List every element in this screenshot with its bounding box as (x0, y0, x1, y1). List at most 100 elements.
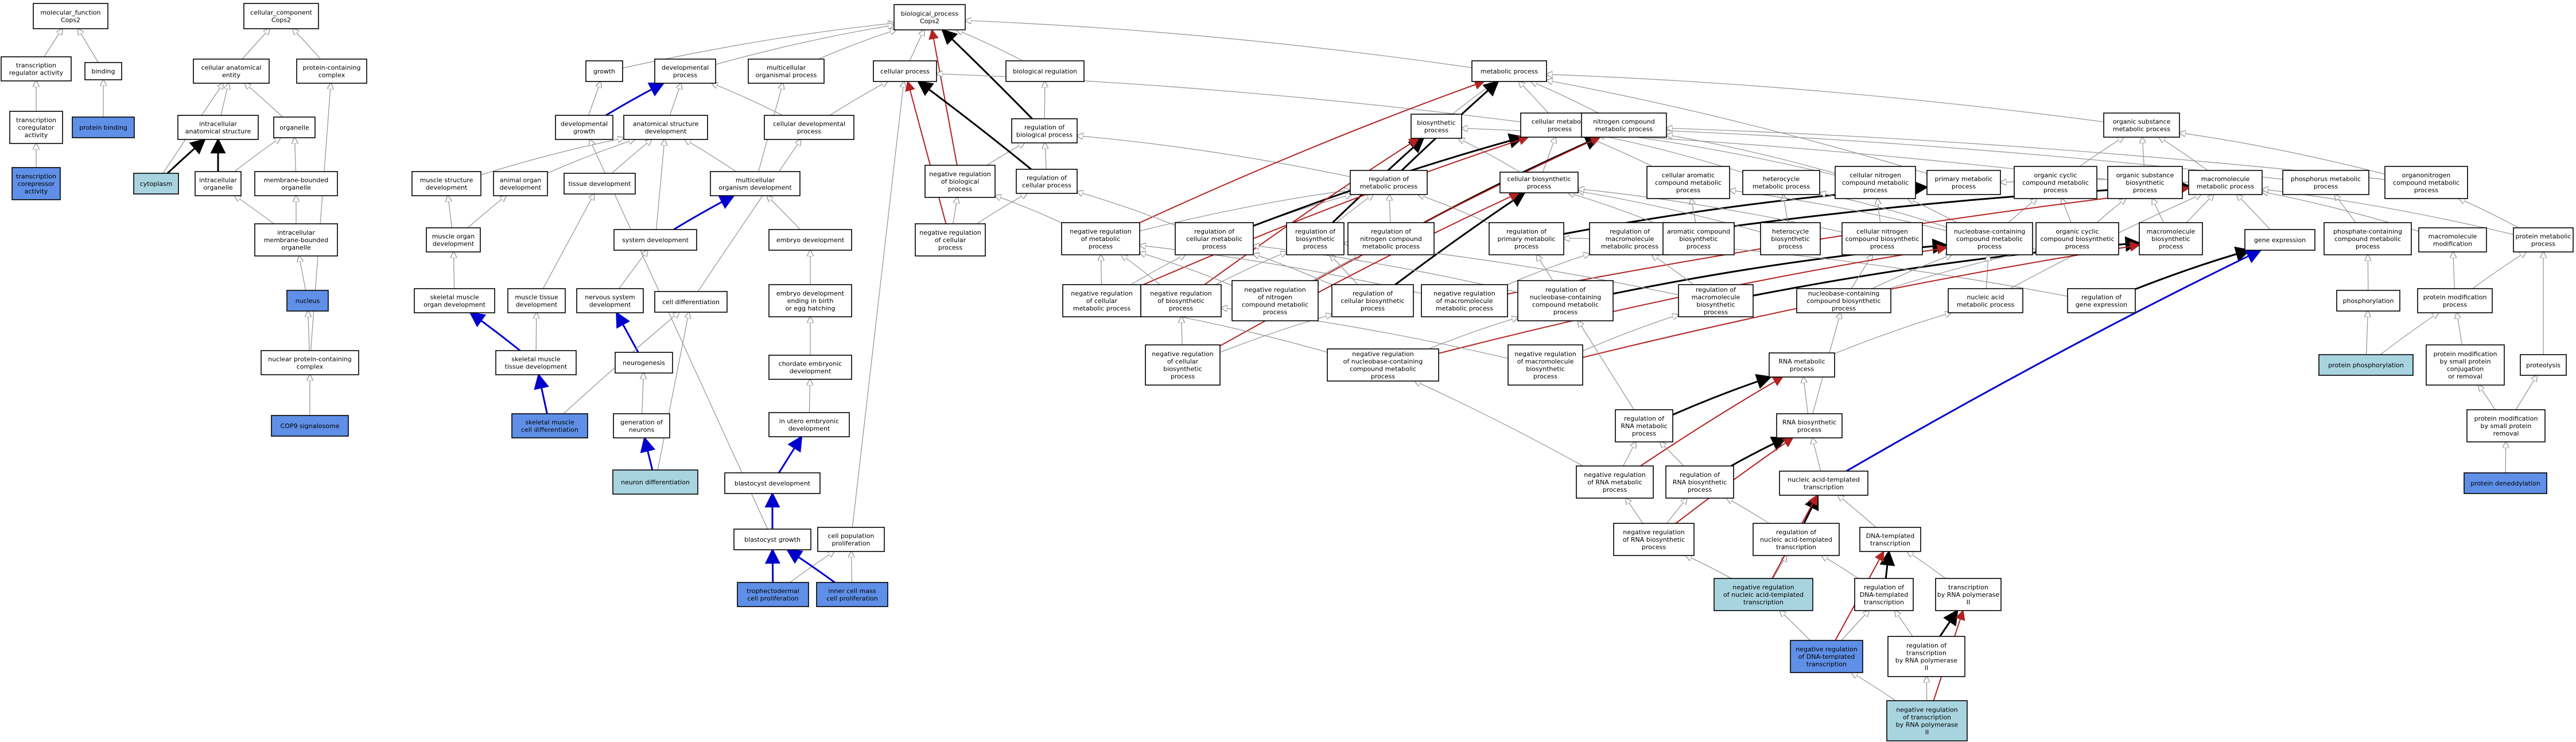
go-term-node[interactable]: blastocyst growth (733, 529, 811, 550)
go-term-node[interactable]: cytoplasm (133, 173, 179, 195)
go-term-node[interactable]: neurogenesis (615, 352, 673, 374)
go-term-node[interactable]: cell differentiation (654, 291, 728, 313)
go-term-node[interactable]: cellular process (873, 60, 937, 82)
go-term-node[interactable]: neuron differentiation (612, 469, 698, 495)
go-term-node[interactable]: COP9 signalosome (271, 415, 349, 437)
go-term-node[interactable]: gene expression (2244, 229, 2315, 251)
go-term-node[interactable]: blastocyst development (724, 472, 821, 494)
go-term-node[interactable]: protein phosphorylation (2318, 354, 2414, 376)
go-term-node[interactable]: regulation ofmacromoleculebiosyntheticpr… (1678, 284, 1754, 317)
go-term-node[interactable]: nucleus (286, 290, 329, 312)
go-term-node[interactable]: biological regulation (1005, 60, 1085, 82)
go-term-node[interactable]: embryo development (768, 229, 852, 251)
go-term-node[interactable]: binding (84, 62, 122, 80)
go-term-node[interactable]: growth (585, 60, 623, 82)
go-term-node[interactable]: system development (613, 229, 697, 251)
go-term-node[interactable]: regulation ofnucleobase-containingcompou… (1517, 280, 1614, 321)
